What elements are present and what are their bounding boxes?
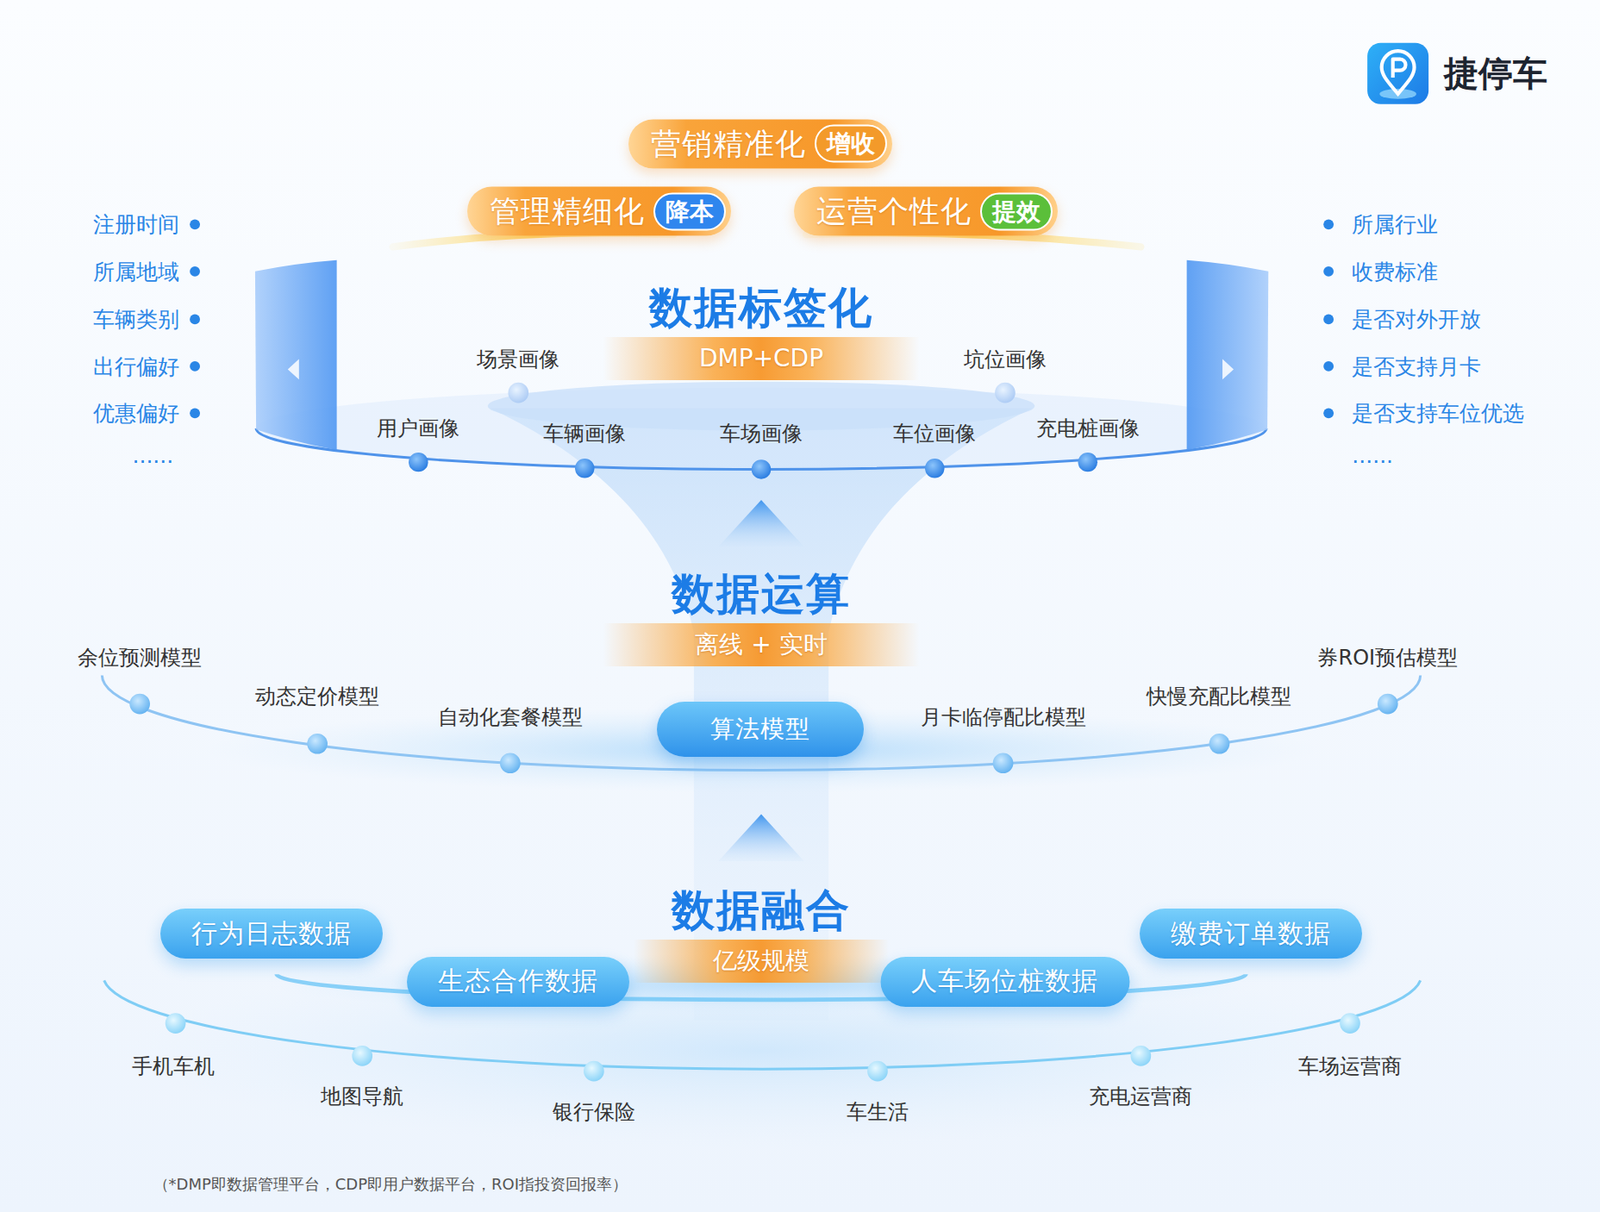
ellipsis: ......	[132, 442, 175, 468]
up-arrow	[718, 500, 804, 547]
node-text: 管理精细化	[489, 191, 645, 232]
model-label: 券ROI预估模型	[1317, 643, 1458, 672]
tag-item: 是否支持月卡	[1351, 351, 1482, 381]
layer-dots	[408, 382, 1098, 480]
layer-subtitle: DMP+CDP	[603, 337, 920, 381]
tag-item: 所属行业	[1351, 210, 1438, 239]
node-text: 缴费订单数据	[1170, 916, 1332, 952]
tag-item: 车辆类别	[93, 305, 180, 334]
profile-label: 车位画像	[893, 419, 976, 448]
up-arrow	[718, 813, 804, 861]
tag-item: 收费标准	[1351, 256, 1438, 286]
tag-item: 所属地域	[93, 256, 180, 286]
ellipsis: ......	[1351, 442, 1394, 468]
profile-label: 车场画像	[719, 419, 803, 448]
model-pill: 算法模型	[656, 701, 864, 757]
model-label: 动态定价模型	[255, 682, 380, 711]
profile-label: 场景画像	[476, 345, 560, 374]
goal-pill: 营销精准化增收	[628, 118, 893, 169]
data-pill: 人车场位桩数据	[880, 956, 1130, 1007]
goal-pill: 运营个性化提效	[793, 187, 1058, 237]
data-pill: 缴费订单数据	[1139, 908, 1363, 959]
logo-icon	[1367, 43, 1429, 105]
tag-item: 是否支持车位优选	[1351, 399, 1525, 428]
layer-ring	[101, 675, 1420, 770]
goal-badge: 增收	[814, 125, 888, 163]
source-label: 银行保险	[552, 1098, 636, 1126]
layer-ring	[104, 980, 1421, 1069]
source-label: 车场运营商	[1298, 1052, 1402, 1081]
layer-heading: 数据运算	[671, 568, 851, 620]
list-bullets	[189, 218, 1334, 419]
tag-item: 优惠偏好	[93, 399, 180, 428]
node-text: 提效	[992, 194, 1041, 228]
profile-label: 坑位画像	[963, 345, 1047, 374]
node-text: 行为日志数据	[191, 916, 352, 952]
profile-label: 车辆画像	[543, 419, 626, 448]
node-text: 运营个性化	[816, 191, 972, 232]
goal-badge: 降本	[653, 192, 726, 231]
model-label: 快慢充配比模型	[1146, 682, 1292, 711]
panel-arrow	[1222, 359, 1234, 381]
layer-subtitle: 离线 + 实时	[603, 623, 920, 667]
layer-dots	[165, 1012, 1361, 1082]
layer-heading: 数据融合	[671, 884, 851, 937]
node-text: 降本	[665, 194, 714, 228]
layer-glow	[128, 954, 1394, 1149]
footnote: （*DMP即数据管理平台，CDP即用户数据平台，ROI指投资回报率）	[153, 1174, 629, 1195]
layer-heading: 数据标签化	[649, 281, 874, 334]
profile-label: 充电桩画像	[1036, 414, 1140, 443]
tag-item: 是否对外开放	[1351, 305, 1482, 334]
source-label: 手机车机	[131, 1052, 215, 1081]
layer-band: 数据标签化DMP+CDP	[603, 281, 920, 381]
model-label: 月卡临停配比模型	[920, 703, 1087, 732]
brand-name: 捷停车	[1443, 50, 1548, 98]
side-panel	[1187, 260, 1269, 450]
goal-badge: 提效	[980, 192, 1053, 231]
node-text: 算法模型	[710, 712, 811, 746]
layer-band: 数据融合亿级规模	[633, 884, 889, 983]
node-text: 增收	[826, 127, 875, 161]
tag-item: 注册时间	[93, 210, 180, 239]
data-pill: 行为日志数据	[160, 908, 383, 959]
goal-pill: 管理精细化降本	[467, 187, 732, 237]
source-label: 充电运营商	[1088, 1082, 1193, 1111]
profile-label: 用户画像	[376, 414, 460, 443]
layer-band: 数据运算离线 + 实时	[603, 568, 920, 667]
layer-subtitle: 亿级规模	[633, 939, 889, 983]
side-panel	[255, 260, 338, 450]
node-text: 生态合作数据	[437, 963, 599, 1000]
node-text: 营销精准化	[650, 123, 807, 164]
model-label: 余位预测模型	[77, 643, 202, 672]
node-text: 人车场位桩数据	[911, 963, 1099, 1000]
data-pill: 生态合作数据	[406, 956, 630, 1007]
source-label: 车生活	[846, 1098, 909, 1126]
model-label: 自动化套餐模型	[437, 703, 583, 732]
panel-arrow	[287, 359, 300, 381]
source-label: 地图导航	[320, 1082, 404, 1111]
tag-item: 出行偏好	[93, 351, 180, 381]
